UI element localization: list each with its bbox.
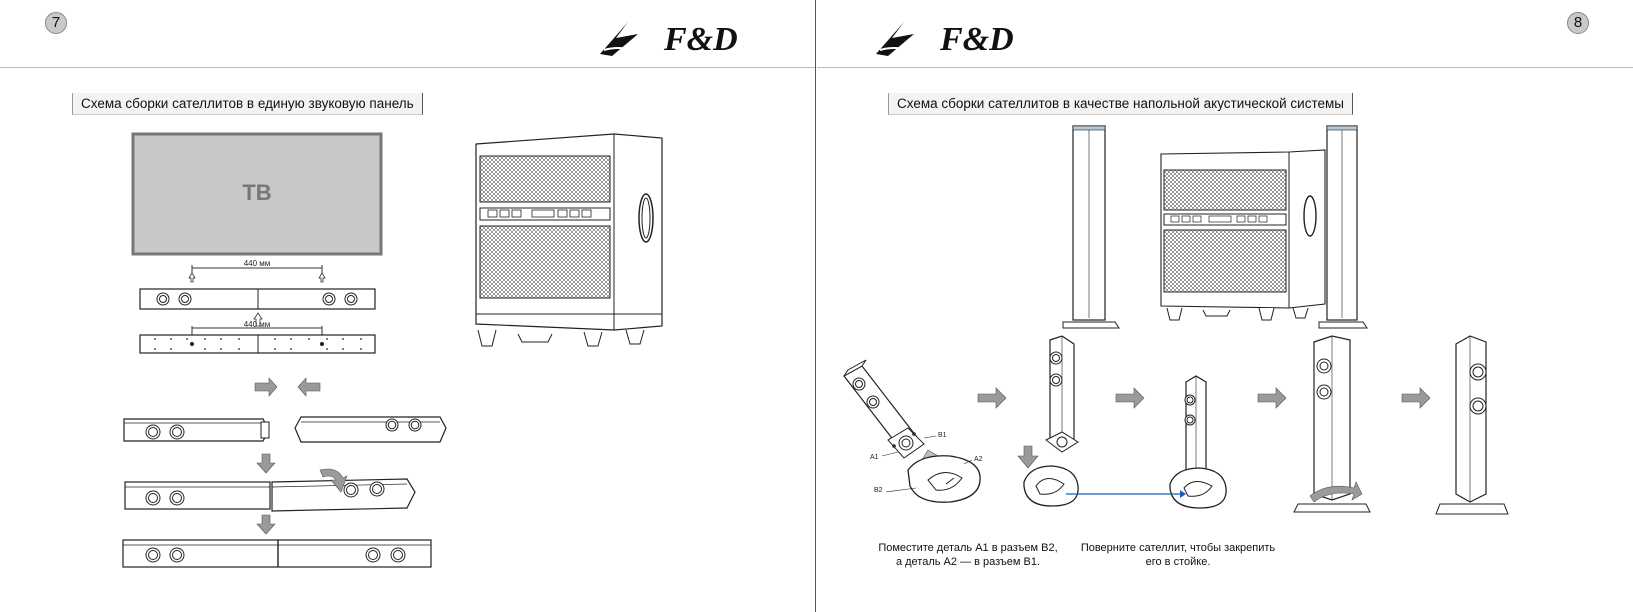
header-rule <box>817 67 1633 68</box>
caption-line: а деталь А2 — в разъем В1. <box>895 556 1041 568</box>
tv-label: ТВ <box>242 180 271 205</box>
caption-line: Поверните сателлит, чтобы закрепить <box>1080 542 1276 554</box>
page-divider <box>815 0 816 612</box>
arrow-right-icon <box>1115 387 1145 409</box>
tv-screen <box>131 132 383 256</box>
arrow-right-icon <box>1257 387 1287 409</box>
dimension-top: 440 мм <box>244 259 271 268</box>
header-rule <box>0 67 815 68</box>
caption-line: Поместите деталь А1 в разъем В2, <box>878 542 1058 554</box>
brand-logo: F&D <box>600 21 738 58</box>
soundbar-assembly-diagram: ТВ 440 мм 440 мм <box>122 132 447 568</box>
step-4-twist <box>1293 335 1371 513</box>
soundbar-halves-inserting <box>124 468 416 512</box>
dimension-bottom: 440 мм <box>244 320 271 329</box>
step-2-lower <box>1017 335 1079 507</box>
caption-rotate: Поверните сателлит, чтобы закрепить его … <box>1078 541 1278 569</box>
step-1-insert: A1 B1 A2 B2 <box>843 359 983 503</box>
page-number: 8 <box>1567 12 1589 34</box>
soundbar-assembled <box>122 539 432 568</box>
soundbar-halves-separated <box>123 416 447 443</box>
label-b2: B2 <box>874 487 883 494</box>
brand-logo: F&D <box>876 21 1014 58</box>
floor-assembly-steps: A1 B1 A2 B2 <box>843 335 1509 515</box>
label-a2: A2 <box>974 456 983 463</box>
page-right: 8 F&D Схема сборки сателлитов в качестве… <box>816 0 1633 612</box>
logo-text: F&D <box>939 21 1014 58</box>
step-3-rotate <box>1066 375 1227 509</box>
floor-speaker-system <box>1062 125 1368 329</box>
caption-line: его в стойке. <box>1145 556 1211 568</box>
page-left: 7 F&D Схема сборки сателлитов в единую з… <box>0 0 815 612</box>
section-title: Схема сборки сателлитов в единую звукову… <box>72 93 423 115</box>
logo-text: F&D <box>663 21 738 58</box>
subwoofer <box>475 133 663 347</box>
label-b1: B1 <box>938 432 947 439</box>
page-number: 7 <box>45 12 67 34</box>
arrow-right-icon <box>1401 387 1431 409</box>
step-5-done <box>1435 335 1509 515</box>
caption-insert: Поместите деталь А1 в разъем В2, а детал… <box>878 541 1058 569</box>
section-title: Схема сборки сателлитов в качестве напол… <box>888 93 1353 115</box>
label-a1: A1 <box>870 454 879 461</box>
arrow-right-icon <box>977 387 1007 409</box>
